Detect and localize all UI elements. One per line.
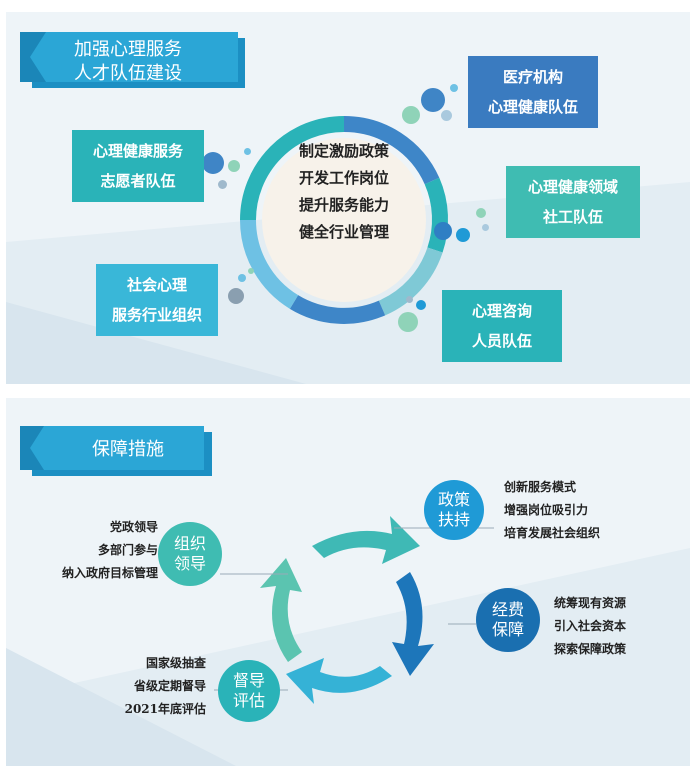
decor-dot — [228, 160, 240, 172]
decor-dot — [450, 84, 458, 92]
notes-leadership: 党政领导 多部门参与 纳入政府目标管理 — [61, 520, 158, 580]
decor-dot — [416, 300, 426, 310]
decor-dot — [441, 110, 452, 121]
notes-supervision: 国家级抽查 省级定期督导 2021年底评估 — [124, 656, 206, 716]
box-counselor-team: 心理咨询 人员队伍 — [442, 290, 562, 362]
decor-dot — [456, 228, 470, 242]
title-banner — [20, 426, 212, 476]
node-funding-guarantee: 经费 保障 — [476, 588, 540, 652]
decor-dot — [218, 180, 227, 189]
center-measures: 制定激励政策 开发工作岗位 提升服务能力 健全行业管理 — [298, 142, 389, 241]
safeguards-panel: 保障措施 政策 扶持 组织 领导 经费 保障 督导 评估 创新服务模式 增强岗位… — [6, 398, 690, 766]
node-supervision-evaluation: 督导 评估 — [218, 660, 280, 722]
central-ring — [240, 115, 449, 324]
decor-dot — [406, 296, 413, 303]
decor-dot — [238, 274, 246, 282]
box-medical-team: 医疗机构 心理健康队伍 — [468, 56, 598, 128]
decor-dot — [434, 222, 452, 240]
box-volunteer-team: 心理健康服务 志愿者队伍 — [72, 130, 204, 202]
section-title: 加强心理服务 人才队伍建设 — [74, 39, 182, 84]
decor-dot — [248, 268, 254, 274]
decor-dot — [402, 106, 420, 124]
notes-policy: 创新服务模式 增强岗位吸引力 培育发展社会组织 — [504, 480, 601, 540]
section-title: 保障措施 — [92, 439, 164, 460]
box-social-work-team: 心理健康领域 社工队伍 — [506, 166, 640, 238]
decor-dot — [228, 288, 244, 304]
title-banner — [20, 32, 245, 88]
decor-dot — [244, 148, 251, 155]
node-policy-support: 政策 扶持 — [424, 480, 484, 540]
decor-dot — [482, 224, 489, 231]
box-industry-org: 社会心理 服务行业组织 — [96, 264, 218, 336]
decor-dot — [202, 152, 224, 174]
decor-dot — [476, 208, 486, 218]
node-organization-leadership: 组织 领导 — [158, 522, 222, 586]
decor-dot — [398, 312, 418, 332]
decor-dot — [421, 88, 445, 112]
talent-team-panel: 加强心理服务 人才队伍建设 制定激励政策 开发工作岗位 提升服务能力 健全行业管… — [6, 12, 690, 384]
cycle-arrows — [260, 516, 434, 704]
notes-funding: 统筹现有资源 引入社会资本 探索保障政策 — [554, 596, 627, 656]
